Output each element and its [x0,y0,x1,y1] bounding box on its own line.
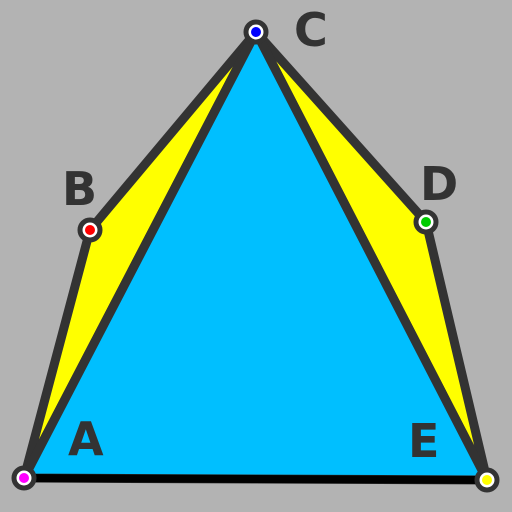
vertex-c-dot [251,27,261,37]
vertex-a-dot [19,473,29,483]
vertex-e-dot [482,475,492,485]
vertex-label-a: A [68,412,104,466]
vertex-d-dot [421,217,431,227]
vertex-label-b: B [62,162,97,216]
edge-ae [20,474,491,484]
vertex-b-point [77,217,103,243]
vertex-e-point [474,467,500,493]
vertex-b-dot [85,225,95,235]
vertex-a-point [11,465,37,491]
vertex-c-point [243,19,269,45]
vertex-label-d: D [420,157,458,211]
vertex-label-e: E [408,414,439,468]
vertex-label-c: C [294,3,328,57]
vertex-d-point [413,209,439,235]
